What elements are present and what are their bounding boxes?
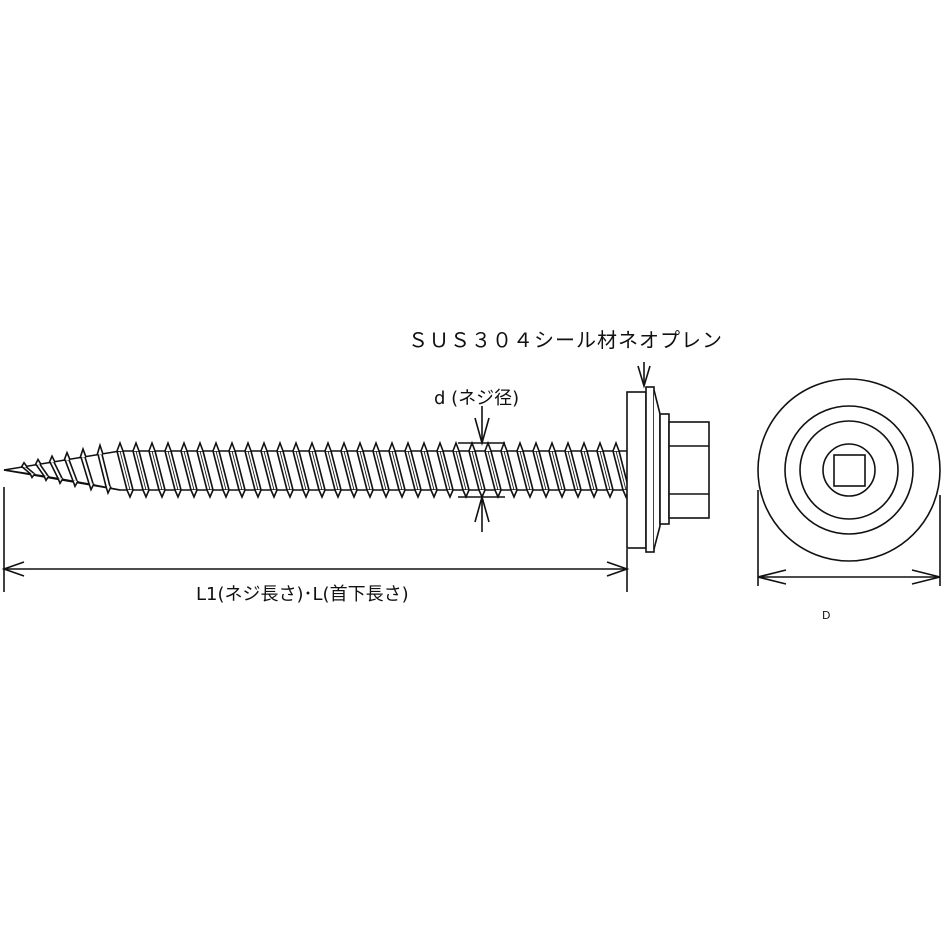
head-circle [822, 443, 876, 497]
steel-washer [645, 386, 655, 553]
length-dimension [1, 487, 630, 592]
thread-diameter-label: d (ネジ径) [434, 388, 520, 409]
washer-diameter-label: D [822, 609, 831, 622]
screw-threads [116, 440, 630, 500]
flange-circle [784, 405, 914, 535]
material-arrow [637, 362, 651, 389]
thread-diameter-dimension [458, 406, 505, 532]
collar-circle [799, 420, 899, 520]
hex-head [668, 421, 710, 519]
washer-end-view [757, 378, 941, 562]
outer-washer-circle [757, 378, 941, 562]
screw-tip [3, 442, 121, 496]
neoprene-washer [626, 391, 647, 549]
square-drive-icon [833, 454, 866, 487]
material-label: ＳＵＳ３０４シール材ネオプレン [408, 328, 723, 352]
flange-collar [659, 413, 670, 525]
washer-diameter-dimension [757, 490, 941, 586]
length-label: L1(ネジ長さ)･L(首下長さ) [196, 584, 409, 605]
flange [653, 389, 661, 550]
